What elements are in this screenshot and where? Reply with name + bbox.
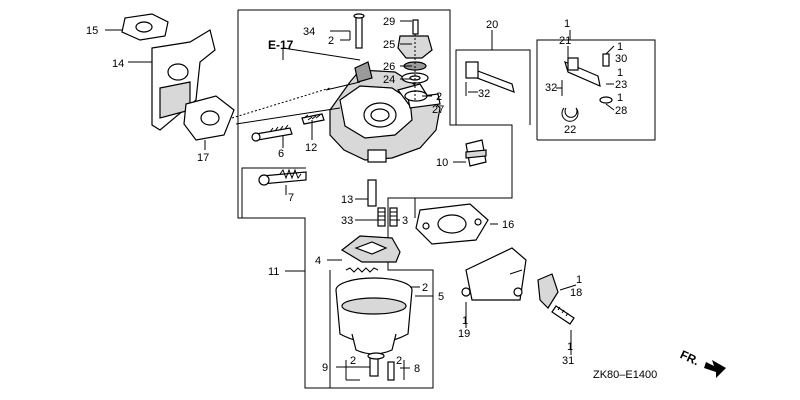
callout-1-r1: 1: [617, 41, 623, 53]
parts-top-cover: [353, 13, 433, 102]
callout-1-31: 1: [567, 341, 573, 353]
callout-1-r3: 1: [617, 92, 623, 104]
callout-31: 31: [562, 355, 574, 367]
front-direction-indicator: FR.: [678, 347, 726, 378]
callout-22: 22: [564, 124, 576, 136]
callout-25: 25: [383, 39, 395, 51]
callout-1-18: 1: [576, 274, 582, 286]
callout-1-r2: 1: [617, 67, 623, 79]
part-19-bracket: [461, 247, 527, 301]
leader-lines: [282, 20, 615, 381]
callout-2-right: 2: [436, 91, 442, 103]
callout-2-float: 2: [422, 282, 428, 294]
callout-16: 16: [502, 219, 514, 231]
callout-15: 15: [86, 25, 98, 37]
direction-label: FR.: [678, 347, 701, 368]
part-17-gasket: [183, 95, 235, 150]
arrow-icon: [704, 360, 726, 378]
callout-2-top: 2: [328, 35, 334, 47]
callout-labels: 15 14 17 34 2 E-17 29 25 26 24 2 27 6 12…: [86, 16, 627, 375]
part-14-insulator-bracket: [128, 29, 216, 131]
callout-14: 14: [112, 58, 124, 70]
reference-e17: E-17: [268, 38, 294, 52]
callout-23: 23: [615, 79, 627, 91]
callout-1-19: 1: [462, 315, 468, 327]
callout-4: 4: [315, 255, 321, 267]
callout-13: 13: [341, 194, 353, 206]
callout-21: 21: [559, 35, 571, 47]
parts-drain-screws: [367, 352, 395, 381]
callout-2-br: 2: [396, 355, 402, 367]
callout-28: 28: [615, 105, 627, 117]
callout-1-top: 1: [564, 18, 570, 30]
callout-27: 27: [432, 104, 444, 116]
callout-10: 10: [436, 157, 448, 169]
part-20-throttle-lever: [465, 61, 515, 96]
callout-7: 7: [288, 192, 294, 204]
callout-24: 24: [383, 74, 395, 86]
part-15-gasket: [105, 13, 169, 41]
callout-8: 8: [414, 363, 420, 375]
callout-12: 12: [305, 142, 317, 154]
group-boundaries: [237, 9, 656, 389]
callout-9: 9: [322, 362, 328, 374]
callout-11: 11: [268, 266, 279, 278]
diagram-code: ZK80–E1400: [593, 369, 657, 381]
callout-34: 34: [303, 26, 315, 38]
part-7-screw-spring: [258, 168, 307, 186]
callout-32-right: 32: [545, 82, 557, 94]
callout-20: 20: [486, 19, 498, 31]
callout-19: 19: [458, 328, 470, 340]
part-4-float: [340, 235, 401, 263]
callout-3: 3: [402, 215, 408, 227]
callout-2-bl: 2: [350, 355, 356, 367]
callout-26: 26: [383, 61, 395, 73]
callout-29: 29: [383, 16, 395, 28]
callout-18: 18: [570, 287, 582, 299]
callout-32-left: 32: [478, 88, 490, 100]
part-21-choke-lever: [561, 53, 613, 122]
callout-17: 17: [197, 152, 209, 164]
callout-6: 6: [278, 148, 284, 160]
part-10-clip: [465, 139, 487, 167]
part-16-gasket: [415, 203, 489, 245]
parts-jets: [367, 179, 398, 227]
callout-5: 5: [438, 291, 444, 303]
part-5-float-chamber: [335, 267, 413, 355]
callout-33: 33: [341, 215, 353, 227]
part-31-bolt: [551, 305, 575, 325]
part-18-clamp: [537, 273, 559, 309]
callout-30: 30: [615, 53, 627, 65]
